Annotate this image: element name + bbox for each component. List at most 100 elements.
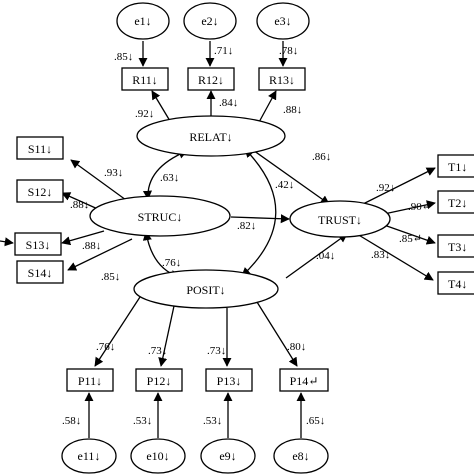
edge-struc-posit <box>142 231 180 279</box>
svg-text:S14↓: S14↓ <box>28 266 53 280</box>
error-terms: e1↓ e2↓ e3↓ e11↓ e10↓ e9↓ e8↓ <box>61 2 329 474</box>
svg-text:P12↓: P12↓ <box>147 374 172 388</box>
svg-text:RELAT↓: RELAT↓ <box>189 130 232 144</box>
svg-text:R13↓: R13↓ <box>269 73 295 87</box>
svg-text:T1↓: T1↓ <box>448 160 467 174</box>
error-e11: e11↓ <box>61 438 117 474</box>
edge-trust-t1 <box>360 167 436 206</box>
coef-e1-r11: .85↓ <box>114 51 133 63</box>
coef-struc-s11: .93↓ <box>104 167 123 179</box>
indicator-p14: P14↵ <box>279 368 329 392</box>
svg-text:R11↓: R11↓ <box>132 73 158 87</box>
coef-relat-r11: .92↓ <box>135 108 154 120</box>
coef-relat-r13: .88↓ <box>283 104 302 116</box>
coef-relat-struc: .63↓ <box>160 172 179 184</box>
edge-posit-p12 <box>158 305 175 367</box>
edge-posit-trust <box>285 233 348 279</box>
coef-trust-t1: .92↓ <box>376 182 395 194</box>
coef-e8-p14: .65↓ <box>306 415 325 427</box>
coef-posit-p12: .73↓ <box>148 345 167 357</box>
indicator-p12: P12↓ <box>135 368 183 392</box>
indicator-p13: P13↓ <box>205 368 253 392</box>
coef-posit-p14: .80↓ <box>287 341 306 353</box>
svg-text:S11↓: S11↓ <box>28 142 52 156</box>
indicator-t4: T4↓ <box>437 271 474 295</box>
coef-struc-posit: .76↓ <box>162 257 181 269</box>
coef-e11-p11: .58↓ <box>62 415 81 427</box>
edge-relat-posit <box>241 148 277 277</box>
error-e2: e2↓ <box>183 2 237 40</box>
coef-e3-r13: .78↓ <box>279 45 298 57</box>
coef-relat-r12: .84↓ <box>219 97 238 109</box>
svg-text:e9↓: e9↓ <box>219 449 236 463</box>
edge-relat-r13 <box>257 90 277 125</box>
svg-text:R12↓: R12↓ <box>198 73 224 87</box>
coef-posit-trust: .04↓ <box>316 250 335 262</box>
svg-text:S12↓: S12↓ <box>28 185 53 199</box>
coef-posit-p13: .73↓ <box>207 345 226 357</box>
latent-variables: RELAT↓ STRUC↓ POSIT↓ TRUST↓ <box>89 115 391 309</box>
svg-text:T3↓: T3↓ <box>448 240 467 254</box>
edge-trust-t3 <box>383 224 436 245</box>
edge-struc-trust <box>230 214 290 224</box>
svg-text:P14↵: P14↵ <box>290 374 319 388</box>
indicator-s14: S14↓ <box>16 260 64 284</box>
latent-struc: STRUC↓ <box>89 195 231 237</box>
svg-text:P13↓: P13↓ <box>217 374 242 388</box>
svg-text:e2↓: e2↓ <box>201 14 218 28</box>
edge-relat-r11 <box>151 90 171 122</box>
svg-text:e11↓: e11↓ <box>78 449 101 463</box>
svg-text:e1↓: e1↓ <box>134 14 151 28</box>
svg-text:e10↓: e10↓ <box>146 449 169 463</box>
indicator-t2: T2↓ <box>437 190 474 214</box>
edge-cropped-left <box>0 237 14 247</box>
svg-text:T2↓: T2↓ <box>448 196 467 210</box>
coef-posit-p11: .76↓ <box>96 341 115 353</box>
edge-struc-s13 <box>61 230 105 246</box>
error-e10: e10↓ <box>130 438 186 474</box>
indicator-s12: S12↓ <box>16 179 64 203</box>
coef-struc-s14: .85↓ <box>101 271 120 283</box>
indicator-s11: S11↓ <box>16 136 64 160</box>
error-e8: e8↓ <box>273 438 329 474</box>
coef-trust-t4: .83↓ <box>371 249 390 261</box>
coef-trust-t3: .85↵ <box>399 233 422 245</box>
coef-e10-p12: .53↓ <box>133 415 152 427</box>
indicators: R11↓ R12↓ R13↓ S11↓ S12↓ S13↓ S14↓ T1 <box>14 67 474 392</box>
indicator-r13: R13↓ <box>258 67 306 91</box>
coef-e2-r12: .71↓ <box>214 45 233 57</box>
error-e1: e1↓ <box>116 2 170 40</box>
coef-e9-p13: .53↓ <box>203 415 222 427</box>
edge-struc-s11 <box>70 159 127 201</box>
edge-trust-t2 <box>383 200 436 215</box>
indicator-p11: P11↓ <box>66 368 114 392</box>
coefficient-labels: .85↓ .71↓ .78↓ .92↓ .84↓ .88↓ .93↓ .88↓ … <box>62 45 431 427</box>
svg-text:P11↓: P11↓ <box>78 374 102 388</box>
indicator-t1: T1↓ <box>437 154 474 178</box>
indicator-s13: S13↓ <box>14 232 62 256</box>
indicator-t3: T3↓ <box>437 234 474 258</box>
svg-text:S13↓: S13↓ <box>26 238 51 252</box>
latent-posit: POSIT↓ <box>133 269 279 309</box>
edge-struc-s12 <box>61 192 101 211</box>
error-e3: e3↓ <box>256 2 310 40</box>
svg-text:POSIT↓: POSIT↓ <box>186 283 225 297</box>
svg-text:STRUC↓: STRUC↓ <box>138 210 183 224</box>
edge-posit-p11 <box>94 296 141 367</box>
latent-trust: TRUST↓ <box>289 200 391 238</box>
indicator-r11: R11↓ <box>121 67 169 91</box>
latent-relat: RELAT↓ <box>136 115 286 157</box>
coef-relat-trust: .86↓ <box>312 151 331 163</box>
svg-text:T4↓: T4↓ <box>448 277 467 291</box>
edge-posit-p14 <box>256 301 298 367</box>
svg-text:e3↓: e3↓ <box>274 14 291 28</box>
edge-relat-trust <box>249 147 330 205</box>
edge-struc-s14 <box>67 238 133 271</box>
coef-struc-s13: .88↓ <box>82 240 101 252</box>
svg-text:TRUST↓: TRUST↓ <box>318 213 362 227</box>
coef-trust-t2: .90↵ <box>408 201 431 213</box>
svg-text:e8↓: e8↓ <box>292 449 309 463</box>
coef-relat-posit: .42↓ <box>275 179 294 191</box>
edge-trust-t4 <box>356 233 434 281</box>
